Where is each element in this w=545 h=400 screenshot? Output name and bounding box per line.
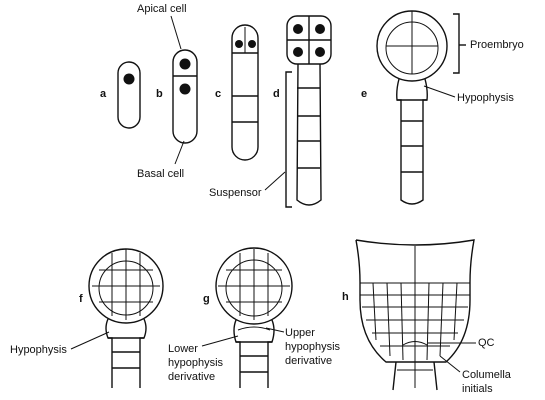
label-columella-2: initials (462, 383, 493, 395)
panel-g-letter: g (203, 293, 210, 305)
d-nucleus-3 (293, 47, 303, 57)
leader-basal-cell (175, 141, 184, 164)
label-upper-hypophysis-3: derivative (285, 355, 332, 367)
label-qc: QC (478, 337, 495, 349)
label-apical-cell: Apical cell (137, 3, 187, 15)
panel-h-letter: h (342, 291, 349, 303)
label-proembryo: Proembryo (470, 39, 524, 51)
leader-lower-hypophysis (202, 336, 238, 346)
zygote-nucleus (124, 74, 135, 85)
suspensor-bracket (286, 72, 292, 207)
proembryo-bracket (453, 14, 459, 73)
c-nucleus-left (235, 40, 243, 48)
panel-c-letter: c (215, 88, 221, 100)
e-hypophysis-suspensor (397, 79, 428, 204)
zygote-cell (118, 62, 140, 128)
label-upper-hypophysis-2: hypophysis (285, 341, 341, 353)
basal-nucleus (180, 84, 191, 95)
c-nucleus-right (248, 40, 256, 48)
g-hypo-division (238, 327, 270, 330)
leader-suspensor (265, 172, 285, 190)
f-hypophysis-suspensor (106, 319, 146, 388)
apical-nucleus (180, 59, 191, 70)
h-v-wall-1 (373, 283, 376, 340)
d-nucleus-2 (315, 24, 325, 34)
panel-d-letter: d (273, 88, 280, 100)
label-lower-hypophysis-3: derivative (168, 371, 215, 383)
panel-a-letter: a (100, 88, 107, 100)
panel-e-letter: e (361, 88, 367, 100)
panel-f-letter: f (79, 293, 83, 305)
label-lower-hypophysis-1: Lower (168, 343, 198, 355)
label-hypophysis-f: Hypophysis (10, 344, 67, 356)
label-hypophysis-e: Hypophysis (457, 92, 514, 104)
label-upper-hypophysis-1: Upper (285, 327, 315, 339)
panel-b-letter: b (156, 88, 163, 100)
d-suspensor-column (297, 64, 321, 205)
leader-hypophysis-f (71, 332, 109, 349)
label-columella-1: Columella (462, 369, 512, 381)
label-lower-hypophysis-2: hypophysis (168, 357, 224, 369)
h-v-wall-6 (454, 283, 457, 340)
g-hypophysis-suspensor (234, 320, 274, 388)
d-nucleus-4 (315, 47, 325, 57)
leader-hypophysis-e (424, 86, 455, 97)
leader-apical-cell (171, 16, 181, 49)
label-suspensor: Suspensor (209, 187, 262, 199)
label-basal-cell: Basal cell (137, 168, 184, 180)
d-nucleus-1 (293, 24, 303, 34)
